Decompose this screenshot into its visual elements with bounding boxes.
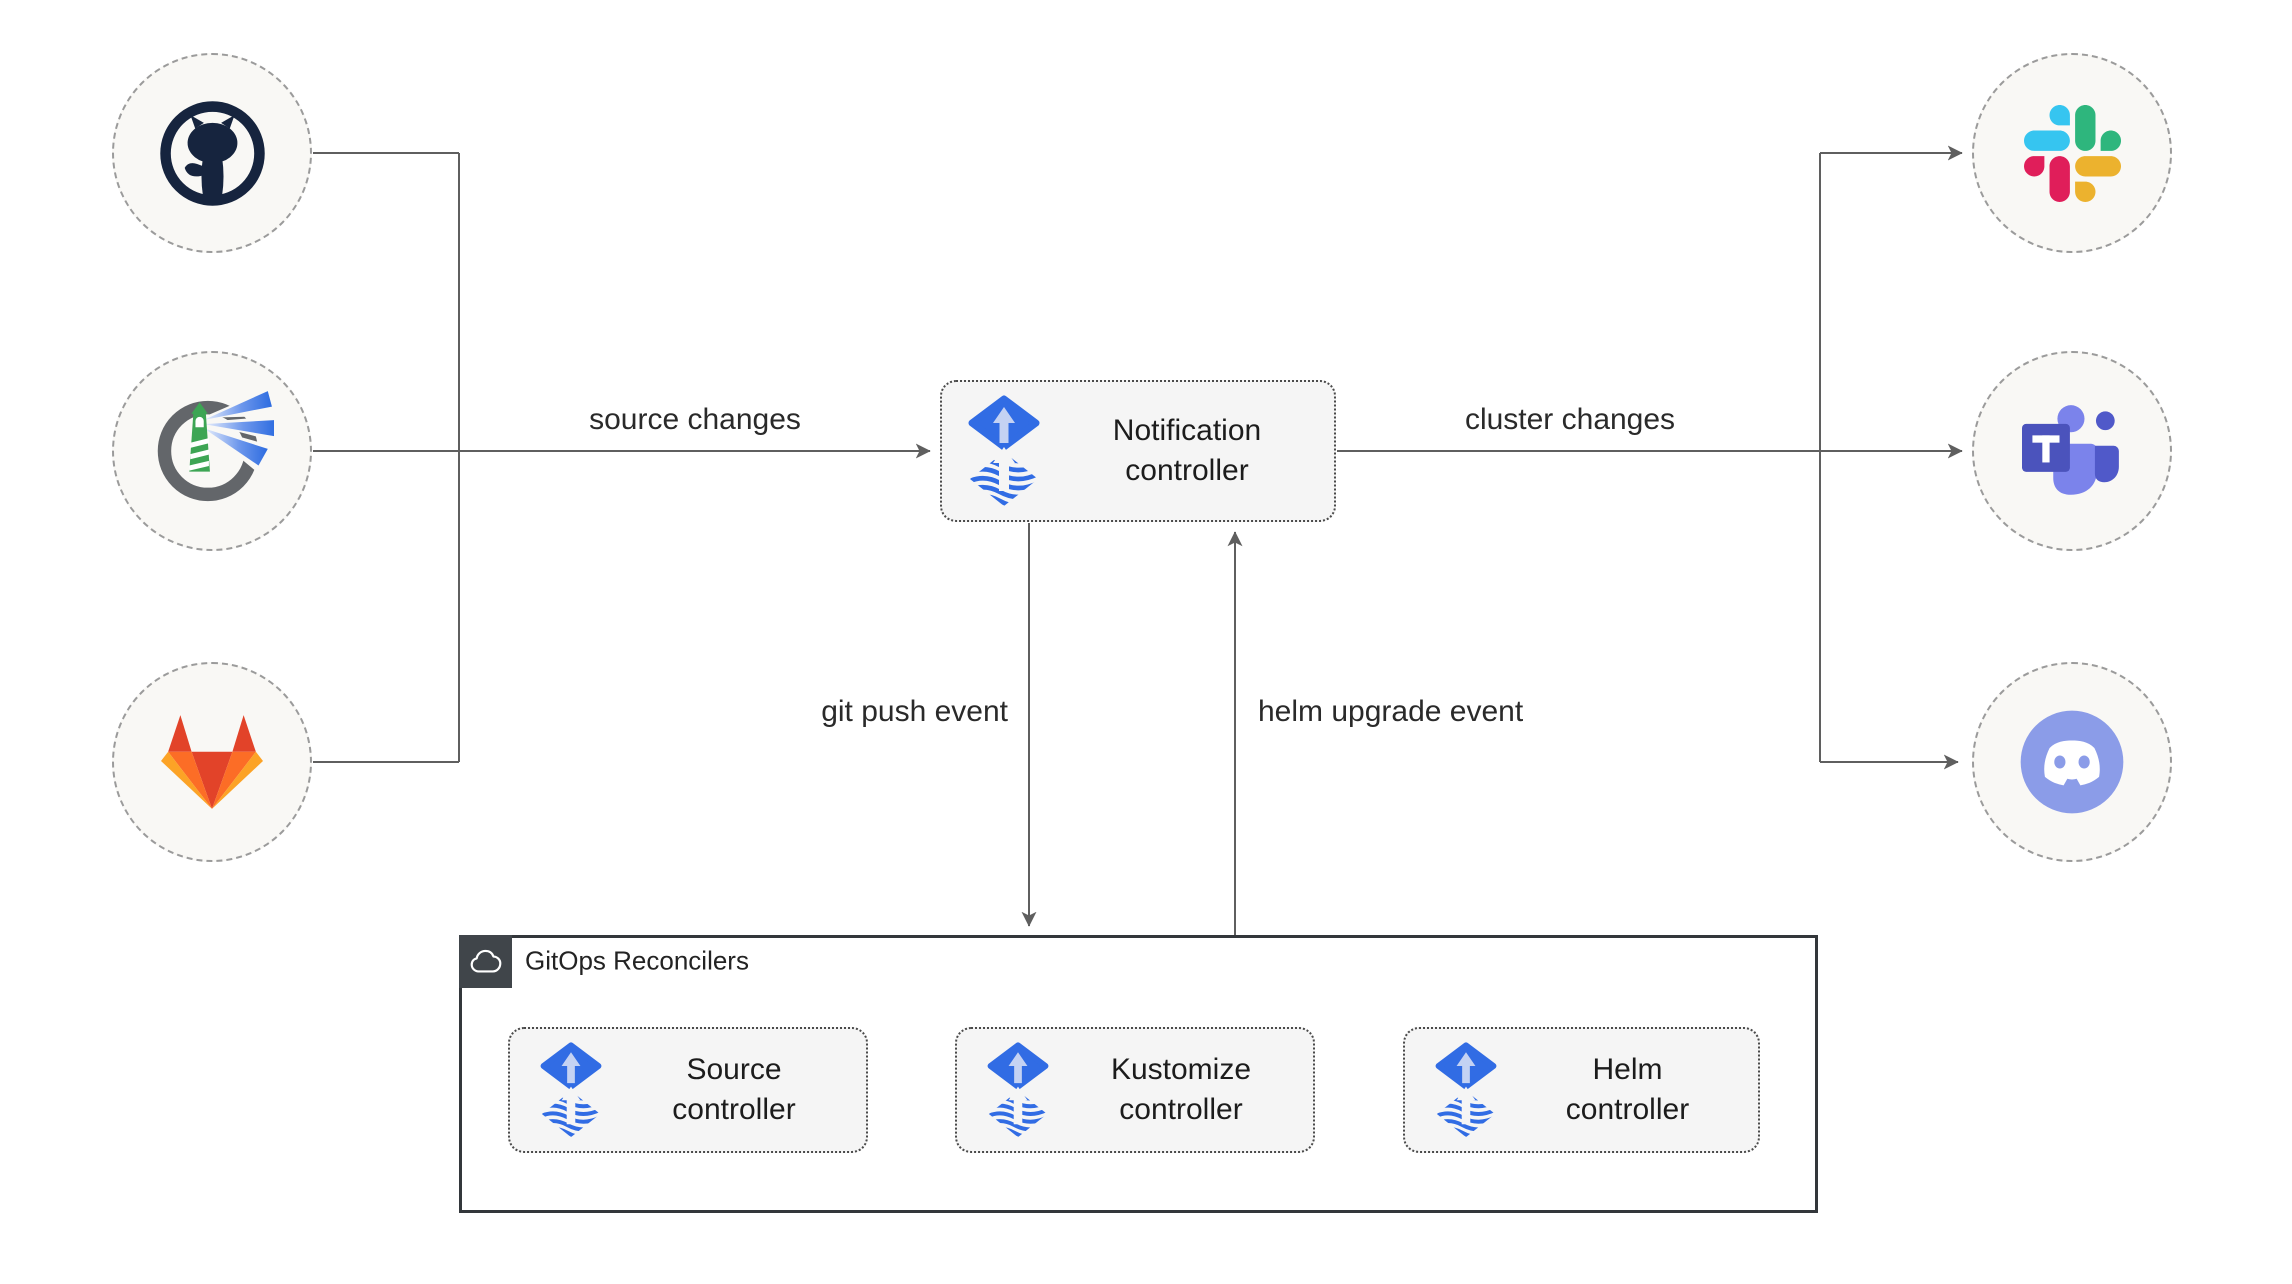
helm-controller-label: Helm controller <box>1565 1053 1690 1126</box>
node-label-wrap: Notification controller <box>1040 411 1334 491</box>
edge-label-cluster-changes: cluster changes <box>1464 403 1676 436</box>
source-node-harbor <box>112 351 312 551</box>
edge-label-helm-upgrade-event: helm upgrade event <box>1258 695 1524 728</box>
node-source-controller: Source controller <box>508 1027 868 1153</box>
target-node-teams <box>1972 351 2172 551</box>
node-notification-controller: Notification controller <box>940 380 1336 522</box>
slack-icon <box>2024 105 2121 202</box>
target-node-slack <box>1972 53 2172 253</box>
flux-icon <box>987 1042 1049 1138</box>
source-controller-label: Source controller <box>672 1053 796 1126</box>
flux-icon <box>540 1042 602 1138</box>
node-label-wrap: Kustomize controller <box>1049 1050 1313 1130</box>
ms-teams-icon <box>2022 404 2122 498</box>
node-helm-controller: Helm controller <box>1403 1027 1760 1153</box>
kustomize-controller-label: Kustomize controller <box>1110 1053 1252 1126</box>
harbor-icon <box>150 389 274 513</box>
edge-label-git-push-event: git push event <box>821 695 1008 728</box>
container-badge <box>459 935 512 988</box>
cloud-icon <box>468 949 504 974</box>
node-label-wrap: Source controller <box>602 1050 866 1130</box>
target-node-discord <box>1972 662 2172 862</box>
gitlab-icon <box>161 715 263 809</box>
node-label-wrap: Helm controller <box>1497 1050 1758 1130</box>
flux-icon <box>968 395 1040 507</box>
node-kustomize-controller: Kustomize controller <box>955 1027 1315 1153</box>
notification-controller-label: Notification controller <box>1112 414 1262 487</box>
edge-label-source-changes: source changes <box>589 403 801 436</box>
gitops-reconcilers-title: GitOps Reconcilers <box>525 945 749 976</box>
source-node-gitlab <box>112 662 312 862</box>
source-node-github <box>112 53 312 253</box>
discord-icon <box>2016 706 2128 818</box>
flux-icon <box>1435 1042 1497 1138</box>
github-icon <box>155 96 270 211</box>
